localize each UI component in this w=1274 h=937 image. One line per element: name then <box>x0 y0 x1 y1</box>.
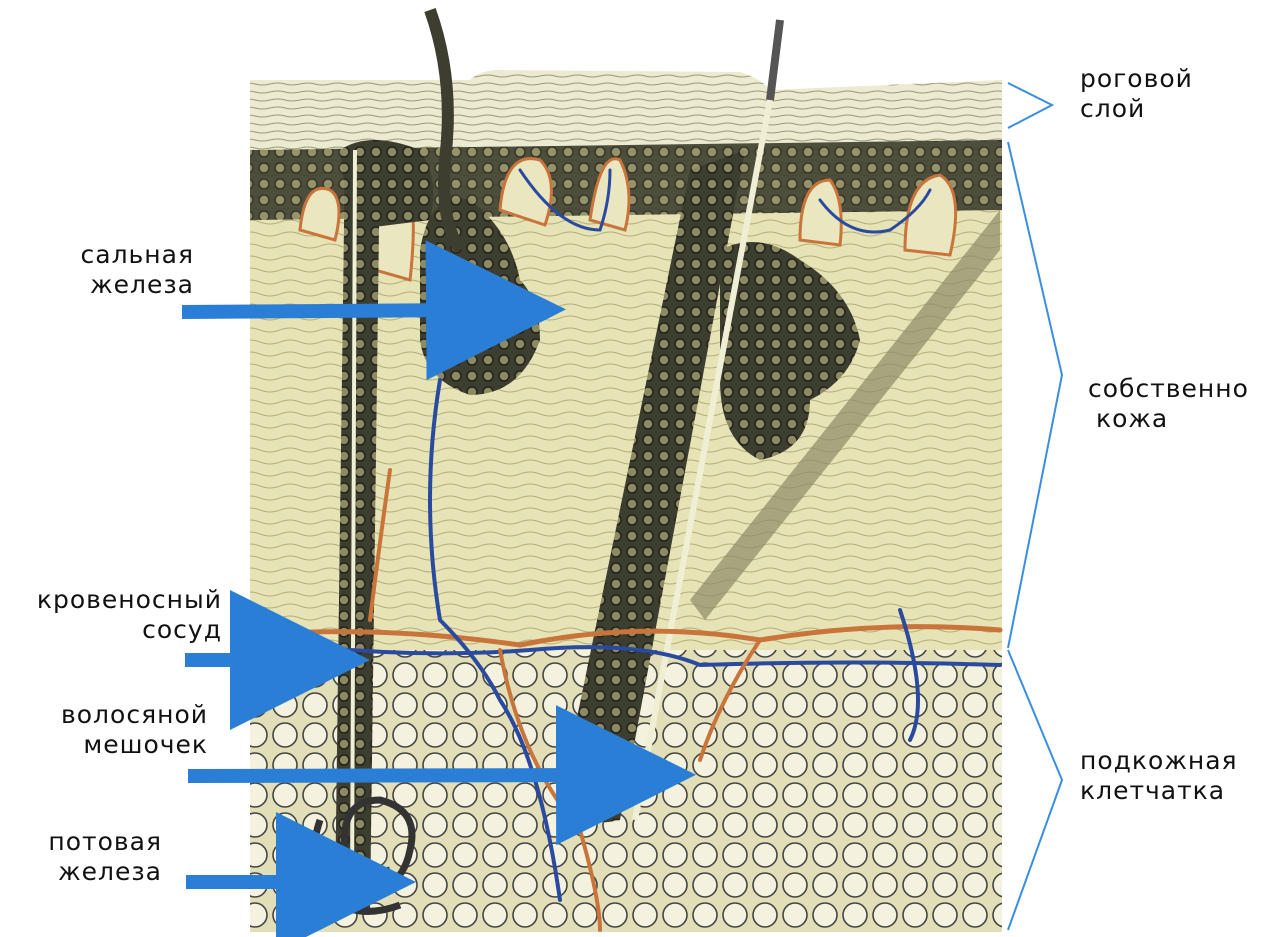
bracket-dermis <box>1008 142 1062 648</box>
label-line: железа <box>81 270 194 300</box>
label-line: кровеносный <box>37 585 222 615</box>
label-sebaceous-gland: сальная железа <box>81 240 194 300</box>
label-line: слой <box>1080 94 1193 124</box>
label-line: потовая <box>48 827 162 857</box>
arrow-hair-follicle <box>188 775 598 776</box>
label-hair-follicle: волосяной мешочек <box>61 700 208 760</box>
label-line: кожа <box>1088 404 1249 434</box>
label-line: собственно <box>1088 374 1249 404</box>
horny-layer <box>250 70 1002 150</box>
layer-brackets <box>1008 83 1062 930</box>
label-line: роговой <box>1080 64 1193 94</box>
label-line: сальная <box>81 240 194 270</box>
label-line: клетчатка <box>1080 776 1238 806</box>
label-hypodermis: подкожная клетчатка <box>1080 746 1238 806</box>
label-blood-vessel: кровеносный сосуд <box>37 585 222 645</box>
bracket-stratum-corneum <box>1008 83 1052 128</box>
label-line: мешочек <box>61 730 208 760</box>
label-line: волосяной <box>61 700 208 730</box>
label-line: железа <box>48 857 162 887</box>
bracket-hypodermis <box>1008 650 1062 930</box>
label-sweat-gland: потовая железа <box>48 827 162 887</box>
label-dermis: собственно кожа <box>1088 374 1249 434</box>
arrow-sebaceous-gland <box>182 310 468 312</box>
label-line: сосуд <box>37 615 222 645</box>
label-stratum-corneum: роговой слой <box>1080 64 1193 124</box>
label-line: подкожная <box>1080 746 1238 776</box>
